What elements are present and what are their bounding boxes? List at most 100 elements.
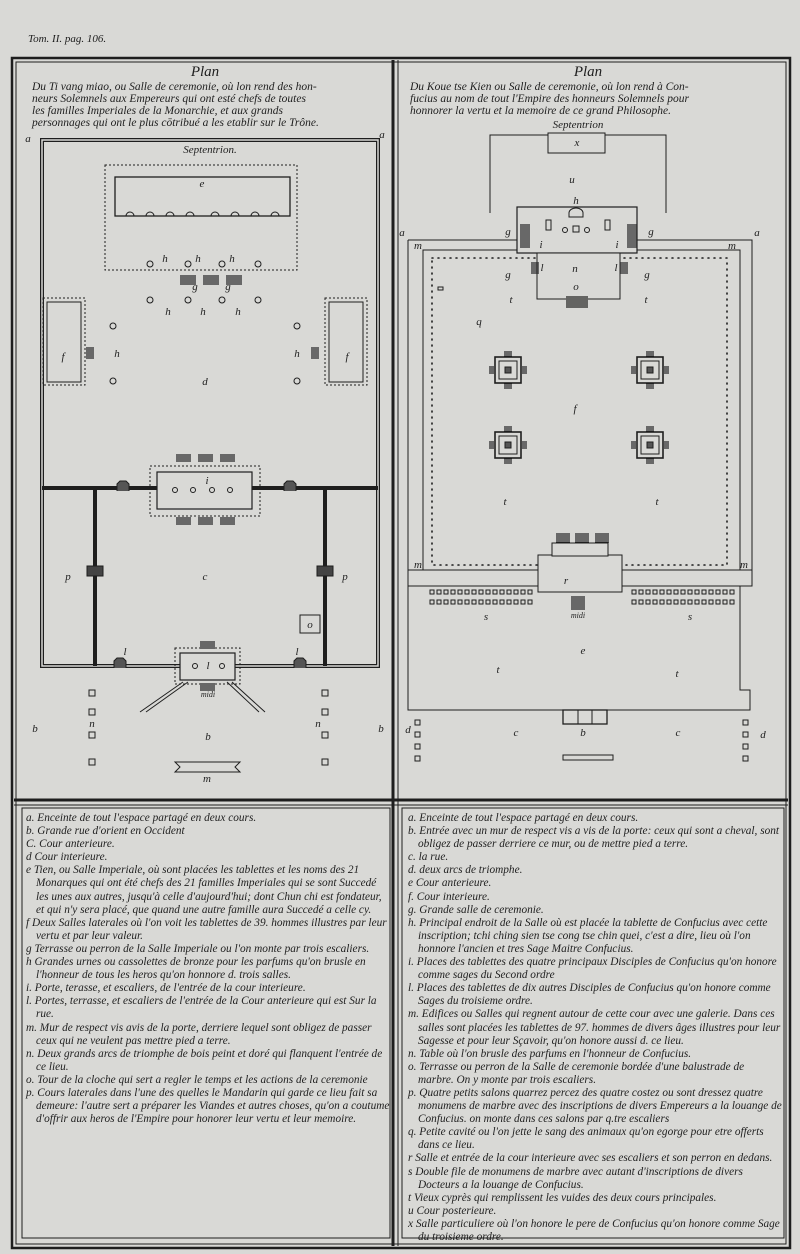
legend-entry: C. Cour anterieure.: [26, 838, 115, 851]
tablet-icon: [604, 219, 611, 231]
arch-post-icon: [321, 758, 329, 766]
column-base: [145, 211, 155, 217]
left-subtitle-line: personnages qui ont le plus cōtribué a l…: [31, 117, 319, 129]
monument-s: [680, 599, 686, 605]
label-l: l: [540, 262, 543, 274]
monument-icon: [646, 441, 654, 449]
monument-s: [499, 589, 505, 595]
legend-entry: h. Principal endroit de la Salle où est …: [408, 916, 768, 955]
monument-s: [638, 599, 644, 605]
legend-entry: s Double file de monumens de marbre avec…: [408, 1165, 743, 1191]
arch-post-icon: [88, 758, 96, 766]
arch-post-icon: [414, 731, 421, 738]
monument-s: [492, 599, 498, 605]
label-i: i: [205, 475, 208, 487]
balustrade: [431, 257, 728, 566]
label-f: f: [61, 351, 66, 363]
salon-p-inner: [640, 360, 660, 380]
monument-s: [645, 589, 651, 595]
label-h: h: [200, 306, 206, 318]
hall-f-left: [42, 297, 86, 386]
label-t: t: [503, 496, 507, 508]
label-n: n: [89, 718, 95, 730]
entrance-b: [562, 709, 608, 725]
salon-p-inner: [640, 435, 660, 455]
label-d: d: [405, 724, 411, 736]
monument-s: [527, 589, 533, 595]
right-subtitle-line: Du Koue tse Kien ou Salle de ceremonie, …: [409, 81, 689, 93]
label-g: g: [192, 281, 198, 293]
legend-entry: g Terrasse ou perron de la Salle Imperia…: [26, 942, 370, 955]
legend-entry: f Deux Salles laterales où l'on voit les…: [26, 916, 387, 942]
monument-icon: [504, 441, 512, 449]
salon-p: [494, 356, 522, 384]
monument-s: [464, 589, 470, 595]
label-g: g: [225, 281, 231, 293]
legend-entry: i. Porte, terasse, et escaliers, de l'en…: [26, 982, 306, 995]
monument-s: [638, 589, 644, 595]
legend-entry: b. Grande rue d'orient en Occident: [26, 825, 185, 838]
monument-s: [436, 599, 442, 605]
hall-f-left-inner: [46, 301, 82, 383]
urn-icon: [209, 487, 215, 493]
arch-post-icon: [414, 743, 421, 750]
monument-s: [506, 599, 512, 605]
column-base: [270, 211, 280, 217]
right-plan: x u h a a m m m m g g g g i i l n l o t …: [399, 132, 766, 762]
monument-s: [729, 589, 735, 595]
monument-s: [485, 589, 491, 595]
arch-post-icon: [414, 719, 421, 726]
north-label: Septentrion.: [183, 144, 236, 156]
legend-entry: a. Enceinte de tout l'espace partagé en …: [408, 812, 639, 824]
urn-icon: [254, 260, 262, 268]
hall-x: [547, 132, 606, 154]
legend-entry: m. Edifices ou Salles qui regnent autour…: [408, 1008, 781, 1047]
right-subtitle-line: honnorer la vertu et la memoire de ce gr…: [410, 105, 671, 117]
legend-entry: l. Portes, terrasse, et escaliers de l'e…: [26, 995, 377, 1021]
legend-entry: o. Terrasse ou perron de la Salle de cer…: [408, 1060, 745, 1086]
column-base: [125, 211, 135, 217]
label-e: e: [581, 645, 586, 657]
monument-s: [701, 589, 707, 595]
urn-icon: [109, 377, 117, 385]
incense-icon: [584, 227, 590, 233]
label-n: n: [315, 718, 321, 730]
monument-s: [708, 589, 714, 595]
label-h: h: [195, 253, 201, 265]
label-q: q: [476, 316, 482, 328]
urn-icon: [192, 663, 198, 669]
left-plan-title-block: Plan Du Ti vang miao, ou Salle de ceremo…: [31, 64, 319, 129]
label-h: h: [165, 306, 171, 318]
monument-s: [673, 599, 679, 605]
label-a: a: [25, 133, 31, 145]
monument-s: [429, 599, 435, 605]
urn-icon: [109, 322, 117, 330]
monument-s: [715, 589, 721, 595]
hall-e: [114, 176, 291, 217]
urn-icon: [293, 377, 301, 385]
label-t: t: [655, 496, 659, 508]
label-d: d: [760, 729, 766, 741]
gate-l: [179, 652, 236, 681]
urn-icon: [254, 296, 262, 304]
monument-s: [722, 599, 728, 605]
label-m: m: [414, 559, 422, 571]
confucius-tablet-icon: [568, 207, 584, 218]
urn-icon: [146, 296, 154, 304]
cavity-q: [437, 286, 444, 291]
urn-icon: [219, 663, 225, 669]
label-o: o: [307, 619, 313, 631]
label-f: f: [345, 351, 350, 363]
right-plan-details: [414, 207, 749, 762]
label-midi: midi: [571, 611, 585, 620]
monument-s: [471, 589, 477, 595]
legend-entry: i. Places des tablettes des quatre princ…: [408, 956, 777, 982]
label-l: l: [123, 646, 126, 658]
arch-post-icon: [742, 755, 749, 762]
monument-s: [701, 599, 707, 605]
urn-icon: [172, 487, 178, 493]
label-u: u: [569, 174, 575, 186]
monument-s: [471, 599, 477, 605]
monument-s: [513, 589, 519, 595]
urn-icon: [218, 296, 226, 304]
